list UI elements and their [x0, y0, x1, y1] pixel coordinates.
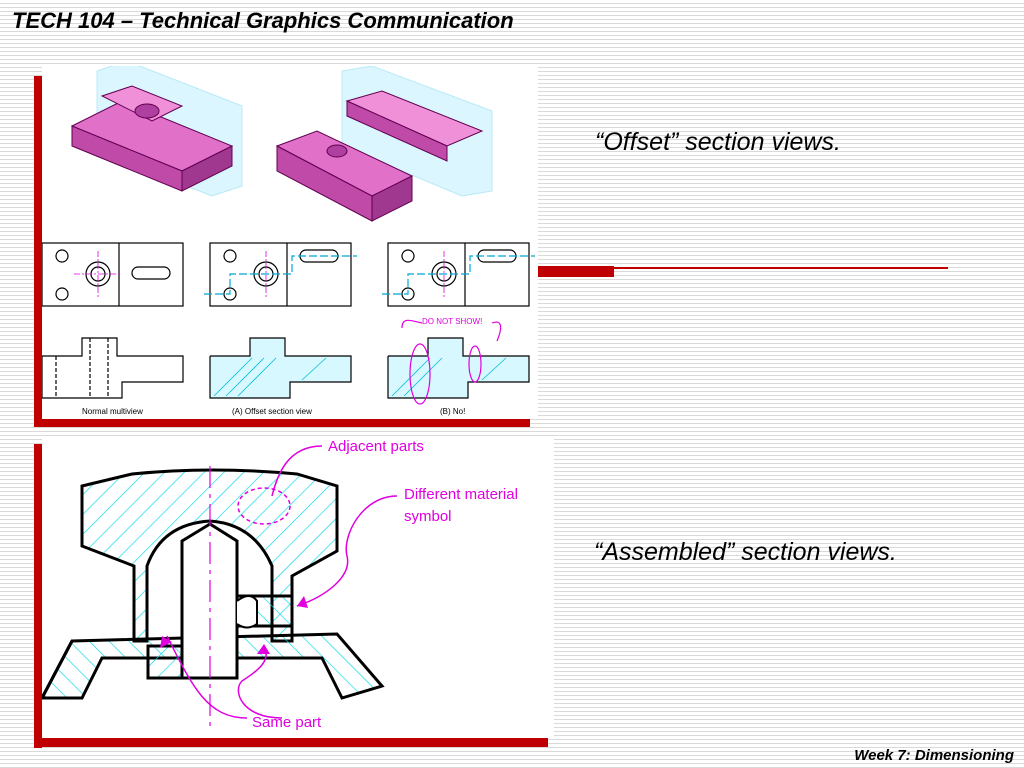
offset-caption: “Offset” section views. — [595, 128, 841, 156]
collar — [146, 594, 294, 680]
slide-footer: Week 7: Dimensioning — [854, 747, 1014, 764]
different-material-label: Different material — [404, 486, 518, 503]
do-not-show-marks — [401, 319, 502, 405]
slide-title: TECH 104 – Technical Graphics Communicat… — [12, 8, 514, 33]
assembled-caption: “Assembled” section views. — [594, 538, 897, 566]
offset-figure-left-bar — [34, 76, 42, 427]
assembled-figure-left-bar — [34, 444, 42, 748]
offset-section-drawing: DO NOT SHOW! Normal multiview (A) Offset… — [41, 60, 535, 416]
front-views — [41, 337, 530, 399]
center-lines — [74, 251, 445, 298]
pictorial-part-whole — [70, 60, 243, 197]
symbol-label: symbol — [404, 508, 452, 525]
pictorial-part-cut — [275, 65, 493, 222]
cutting-plane-lines — [204, 255, 535, 295]
adjacent-parts-label: Adjacent parts — [328, 438, 424, 455]
offset-section-figure: DO NOT SHOW! Normal multiview (A) Offset… — [41, 60, 538, 419]
no-view-label: (B) No! — [440, 407, 465, 416]
do-not-show-label: DO NOT SHOW! — [422, 317, 482, 326]
assembled-section-drawing: Adjacent parts Different material symbol… — [39, 438, 518, 731]
offset-figure-bottom-bar — [34, 419, 530, 427]
leaders — [166, 445, 398, 719]
assembled-section-figure: Adjacent parts Different material symbol… — [39, 436, 554, 738]
normal-multiview-label: Normal multiview — [82, 407, 143, 416]
divider-block — [538, 266, 614, 277]
divider-line — [538, 267, 948, 269]
same-part-label: Same part — [252, 714, 322, 731]
leader-arrowheads — [160, 596, 308, 654]
section-hatching — [213, 357, 507, 397]
base-plate — [39, 632, 385, 700]
assembled-figure-bottom-bar — [34, 738, 548, 747]
offset-view-label: (A) Offset section view — [232, 407, 312, 416]
